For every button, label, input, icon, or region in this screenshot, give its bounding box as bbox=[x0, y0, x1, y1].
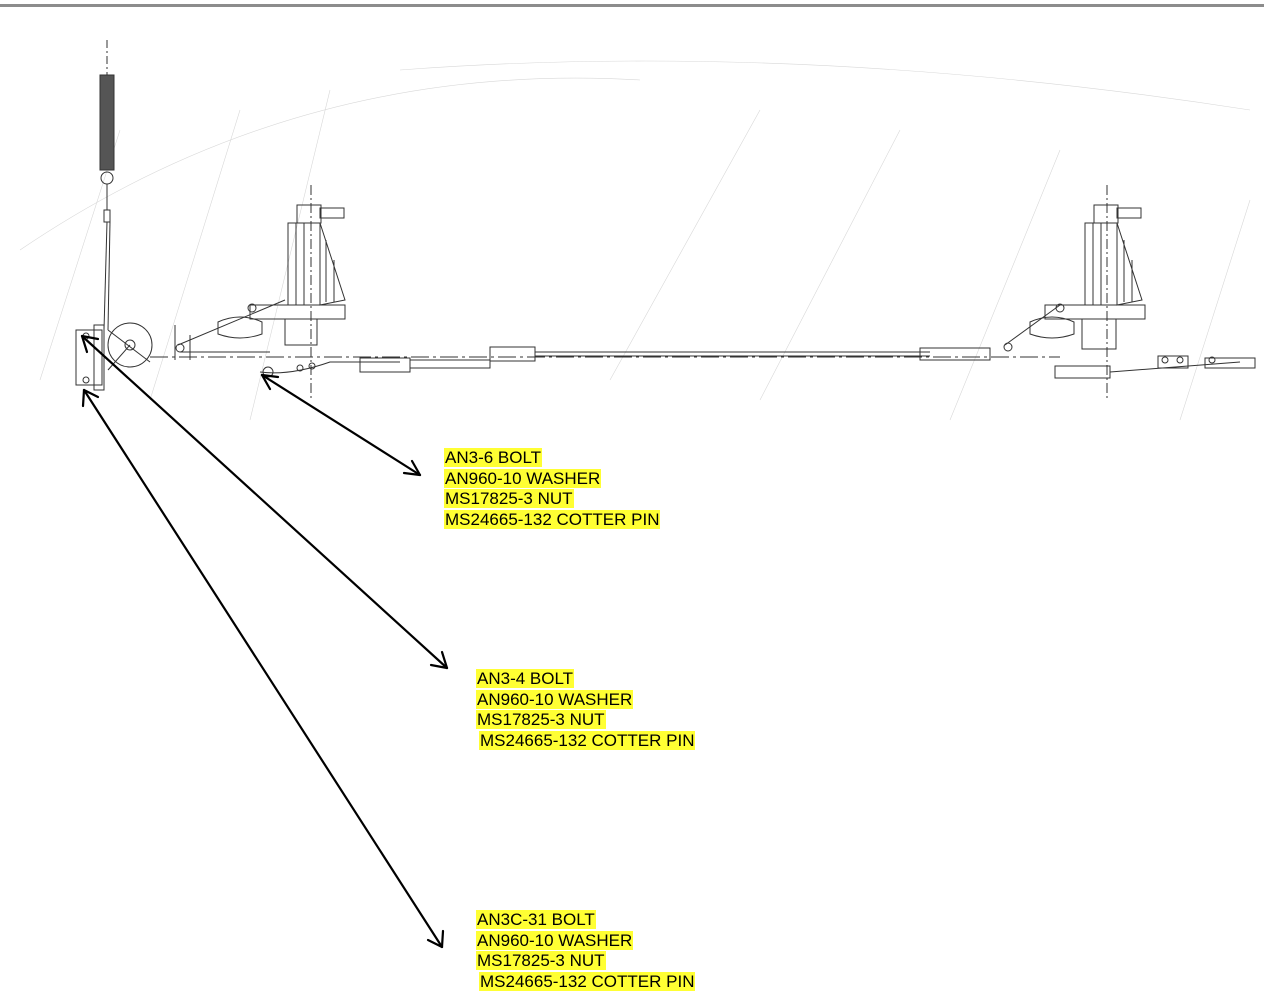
callout-2-line-3: MS17825-3 NUT bbox=[476, 710, 606, 729]
left-bracket bbox=[75, 322, 153, 391]
pedestal-right bbox=[1003, 185, 1256, 400]
spring-assembly bbox=[99, 40, 115, 331]
callout-2: AN3-4 BOLT AN960-10 WASHER MS17825-3 NUT… bbox=[476, 669, 696, 751]
callout-2-line-4: MS24665-132 COTTER PIN bbox=[479, 730, 696, 750]
callout-1-line-3: MS17825-3 NUT bbox=[444, 489, 574, 508]
callout-3-line-1: AN3C-31 BOLT bbox=[476, 910, 596, 929]
construction-lines bbox=[19, 60, 1251, 421]
callout-1-line-4: MS24665-132 COTTER PIN bbox=[444, 509, 661, 529]
pedestal-left bbox=[174, 185, 346, 400]
callout-3-line-2: AN960-10 WASHER bbox=[476, 930, 634, 950]
callout-2-line-1: AN3-4 BOLT bbox=[476, 669, 575, 688]
callout-3-line-4: MS24665-132 COTTER PIN bbox=[479, 971, 696, 991]
callout-1-line-1: AN3-6 BOLT bbox=[444, 448, 543, 467]
callout-1: AN3-6 BOLT AN960-10 WASHER MS17825-3 NUT… bbox=[444, 448, 661, 530]
callout-2-line-2: AN960-10 WASHER bbox=[476, 689, 634, 709]
leader-arrows bbox=[80, 334, 449, 949]
callout-3: AN3C-31 BOLT AN960-10 WASHER MS17825-3 N… bbox=[476, 910, 696, 992]
callout-3-line-3: MS17825-3 NUT bbox=[476, 951, 606, 970]
callout-1-line-2: AN960-10 WASHER bbox=[444, 468, 602, 488]
top-rule bbox=[0, 4, 1264, 7]
control-rod bbox=[150, 346, 1060, 378]
